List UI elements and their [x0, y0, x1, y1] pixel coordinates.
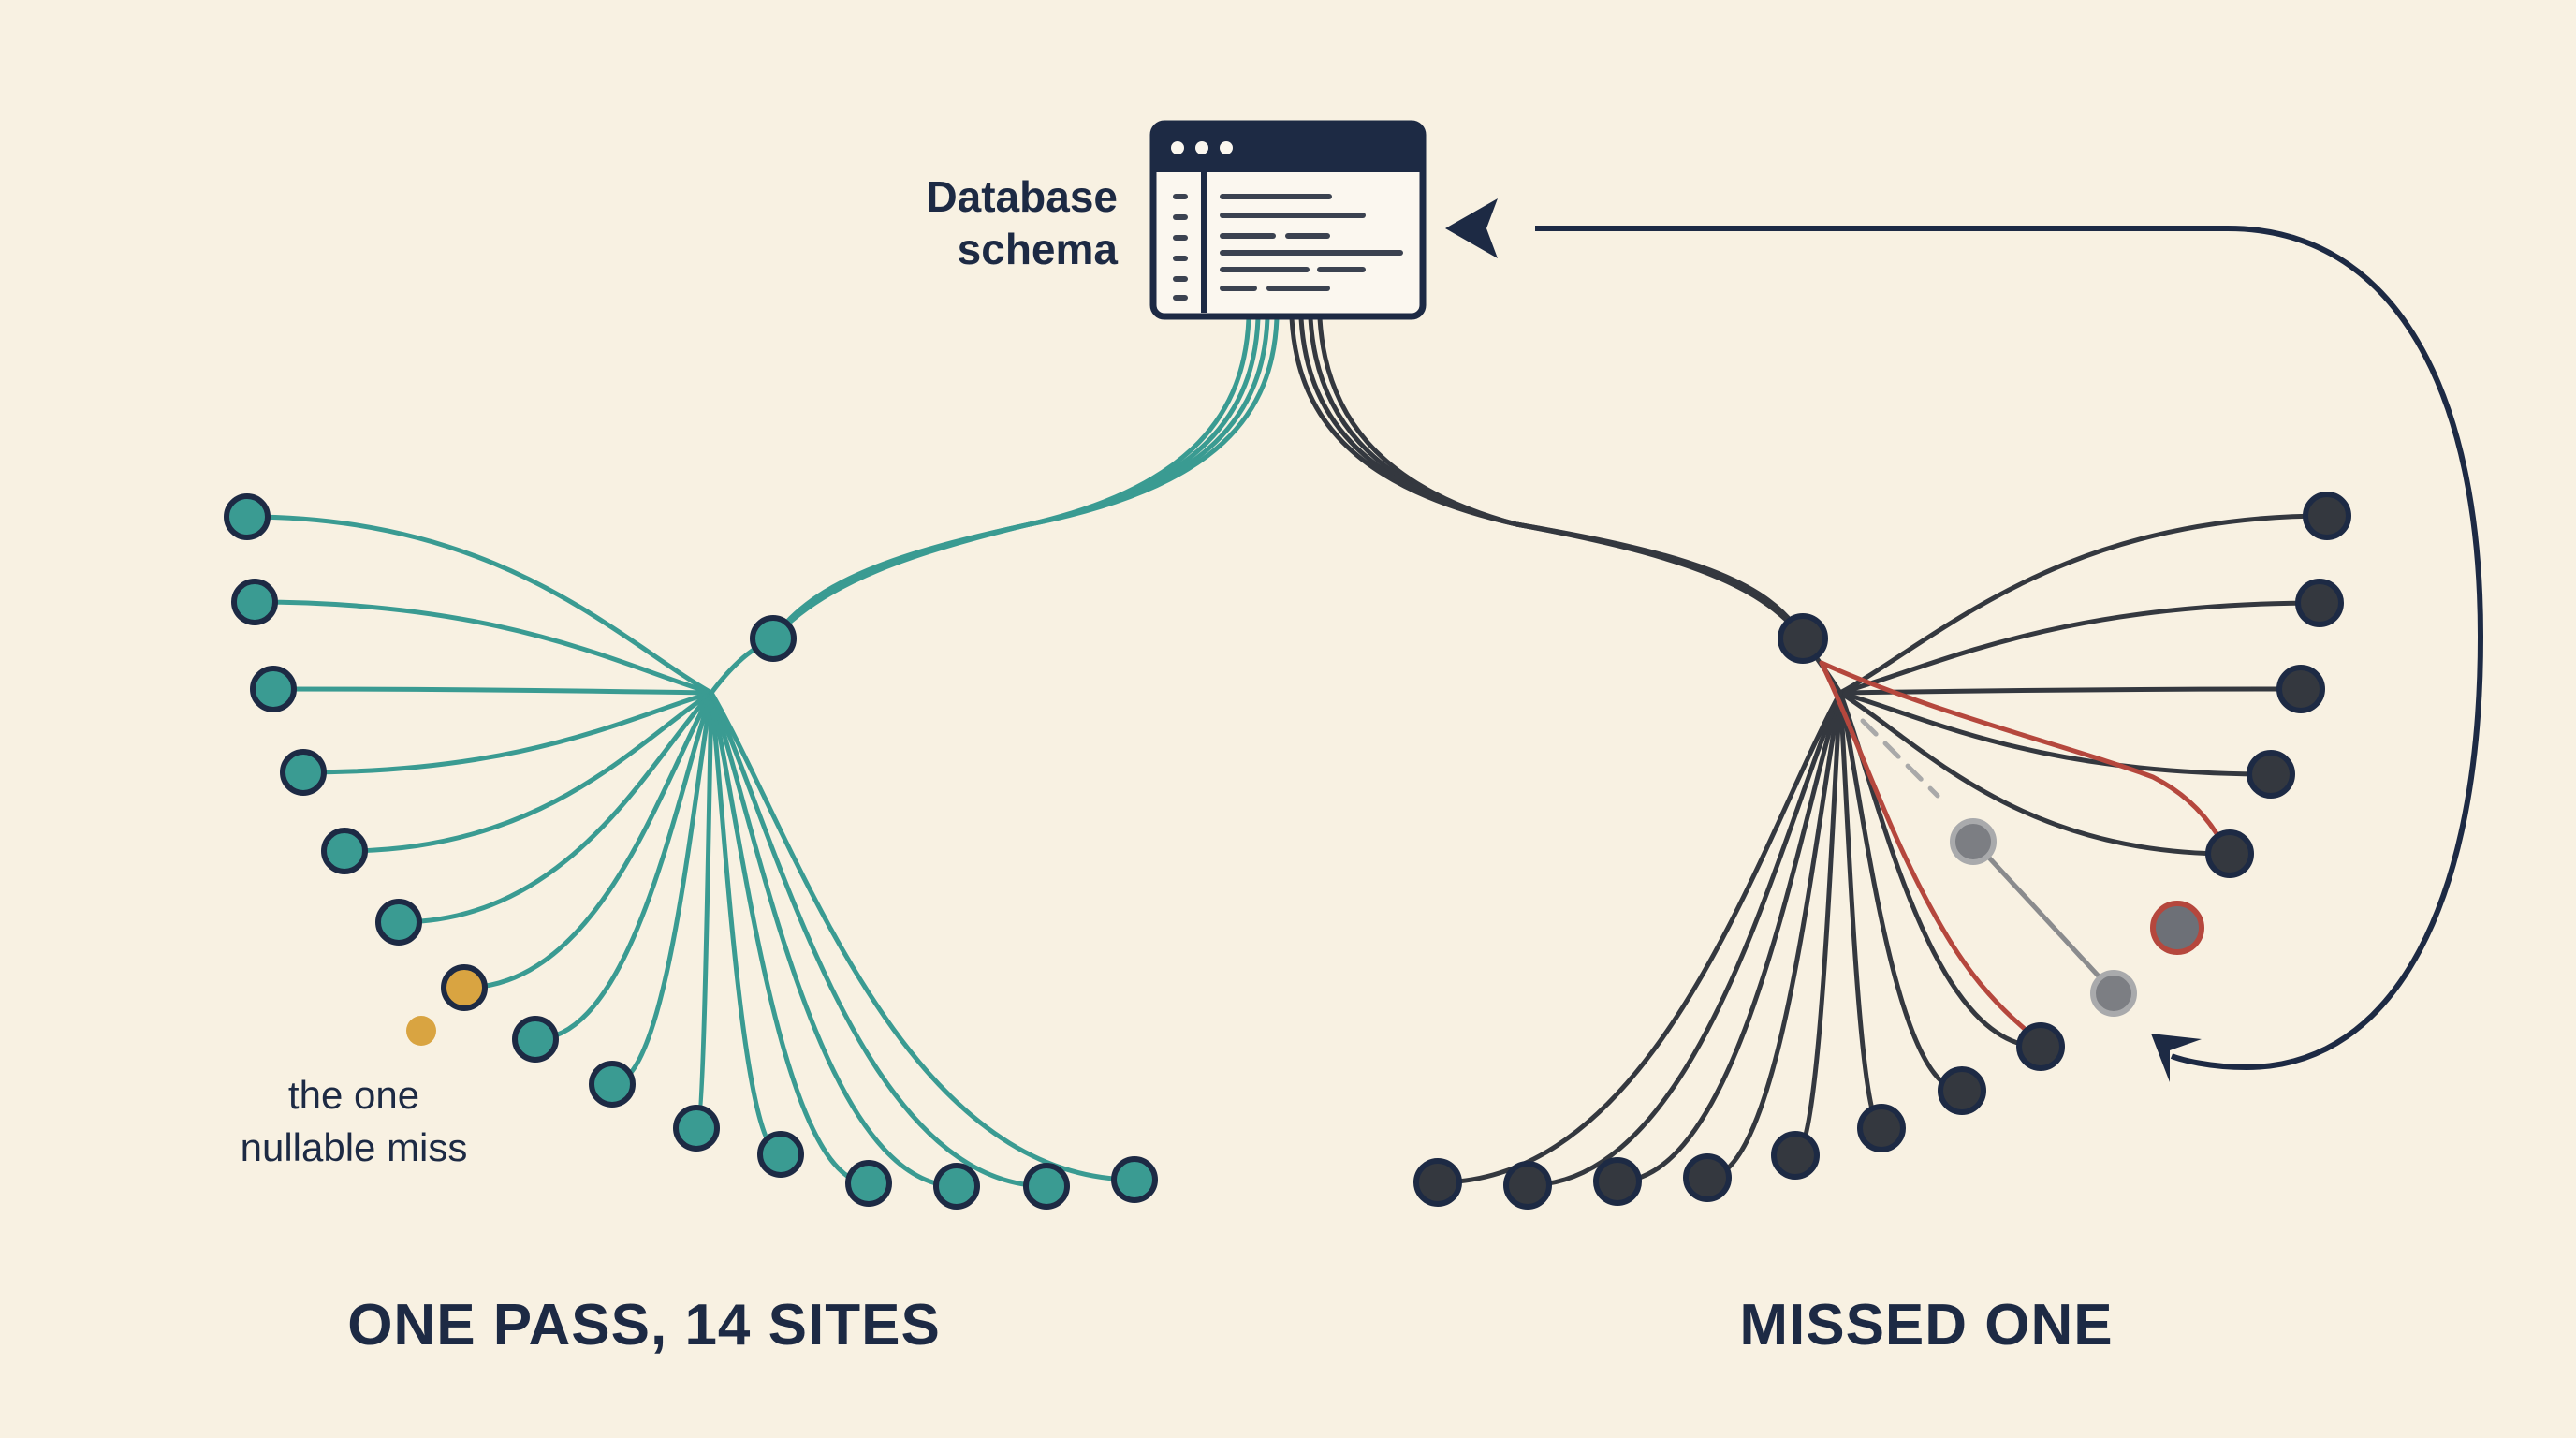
schema-label-line2: schema	[958, 225, 1119, 273]
left-fan-edge	[300, 690, 714, 775]
right-site-node	[2276, 665, 2325, 713]
left-trunk-strand	[771, 317, 1270, 640]
right-site-node	[2295, 579, 2344, 627]
left-fan-edge	[533, 690, 714, 1042]
right-panel-title: MISSED ONE	[1739, 1293, 2113, 1357]
right-fan-edge	[1705, 690, 1843, 1181]
right-site-node	[2303, 492, 2351, 540]
left-fan-edge	[709, 690, 871, 1186]
arrowhead-to-site-icon	[2151, 1034, 2202, 1082]
right-trunk-strand	[1289, 317, 1806, 640]
left-site-node	[375, 899, 422, 946]
right-fan-edge	[1525, 690, 1843, 1188]
left-site-node	[673, 1105, 720, 1152]
left-panel-title: ONE PASS, 14 SITES	[347, 1293, 941, 1357]
right-site-node	[1938, 1066, 1986, 1115]
missed-path-red	[1819, 660, 2034, 1037]
right-site-node	[1857, 1104, 1906, 1152]
database-schema-window-icon	[1149, 120, 1427, 320]
left-site-node	[933, 1163, 980, 1210]
left-trunk-strand	[771, 317, 1280, 640]
left-fan-edge	[396, 690, 714, 925]
left-site-node	[231, 579, 278, 625]
left-site-node	[845, 1160, 892, 1207]
nullable-miss-marker	[406, 1016, 436, 1046]
partial-site-node	[2090, 970, 2137, 1017]
right-trunk-bundle	[1289, 317, 1806, 640]
flagged-site-node	[2150, 901, 2204, 955]
left-site-node	[757, 1131, 804, 1178]
left-fan-edge	[609, 690, 714, 1087]
feedback-loop-arrow	[1535, 226, 2484, 1071]
right-trunk-strand	[1317, 317, 1806, 640]
right-fan-edge	[1615, 690, 1843, 1184]
left-hub-node	[750, 615, 797, 662]
right-site-node	[1683, 1153, 1732, 1202]
right-fan-edge	[1837, 600, 2322, 696]
right-site-node	[1413, 1158, 1462, 1207]
left-fan-edge	[709, 690, 959, 1189]
right-trunk-strand	[1308, 317, 1806, 640]
left-site-node	[224, 493, 271, 540]
nullable-miss-site-node	[441, 964, 488, 1011]
left-site-node	[250, 666, 297, 712]
left-site-node	[589, 1061, 636, 1108]
schema-label-line1: Database	[926, 172, 1118, 221]
right-site-node	[2247, 750, 2295, 799]
arrowhead-to-schema-icon	[1445, 198, 1498, 258]
partial-site-node	[1950, 818, 1997, 865]
left-site-nodes	[224, 493, 1158, 1210]
missed-path-red	[1819, 660, 2231, 857]
right-trunk-strand	[1298, 317, 1806, 640]
left-fan-edge	[244, 514, 714, 696]
right-fan-edge	[1837, 513, 2330, 696]
left-trunk-strand	[771, 317, 1261, 640]
gray-connector-path	[1972, 840, 2116, 995]
left-trunk-bundle	[770, 317, 1280, 640]
left-fan-edge	[271, 686, 714, 696]
right-site-node	[2205, 829, 2254, 878]
left-site-node	[280, 749, 327, 796]
left-fan-edge	[342, 690, 714, 854]
nullable-miss-label-line2: nullable miss	[241, 1125, 468, 1169]
left-fan-edge	[709, 690, 1137, 1182]
left-fan-edge	[461, 690, 714, 990]
right-site-node	[2016, 1022, 2065, 1071]
dashed-partial-path	[1860, 718, 1940, 799]
left-site-node	[1111, 1156, 1158, 1203]
right-site-node	[1771, 1131, 1820, 1180]
right-site-node	[1503, 1161, 1552, 1210]
left-fan-edge	[709, 690, 1049, 1189]
right-site-nodes	[1413, 492, 2351, 1210]
nullable-miss-label-line1: the one	[288, 1073, 419, 1117]
right-fan-edge	[1435, 690, 1843, 1185]
left-site-node	[512, 1016, 559, 1063]
right-fan-edge	[1837, 686, 2304, 696]
right-site-node	[1593, 1157, 1642, 1206]
right-fan-edge	[1837, 690, 1965, 1093]
left-fan-edge	[252, 599, 714, 696]
left-trunk-strand	[770, 317, 1251, 640]
left-site-node	[1023, 1163, 1070, 1210]
right-fan-edges	[1435, 513, 2330, 1188]
left-site-node	[321, 828, 368, 874]
right-hub-node	[1778, 613, 1828, 664]
right-fan-edge	[1837, 690, 2232, 857]
right-fan-edge	[1837, 690, 2274, 777]
